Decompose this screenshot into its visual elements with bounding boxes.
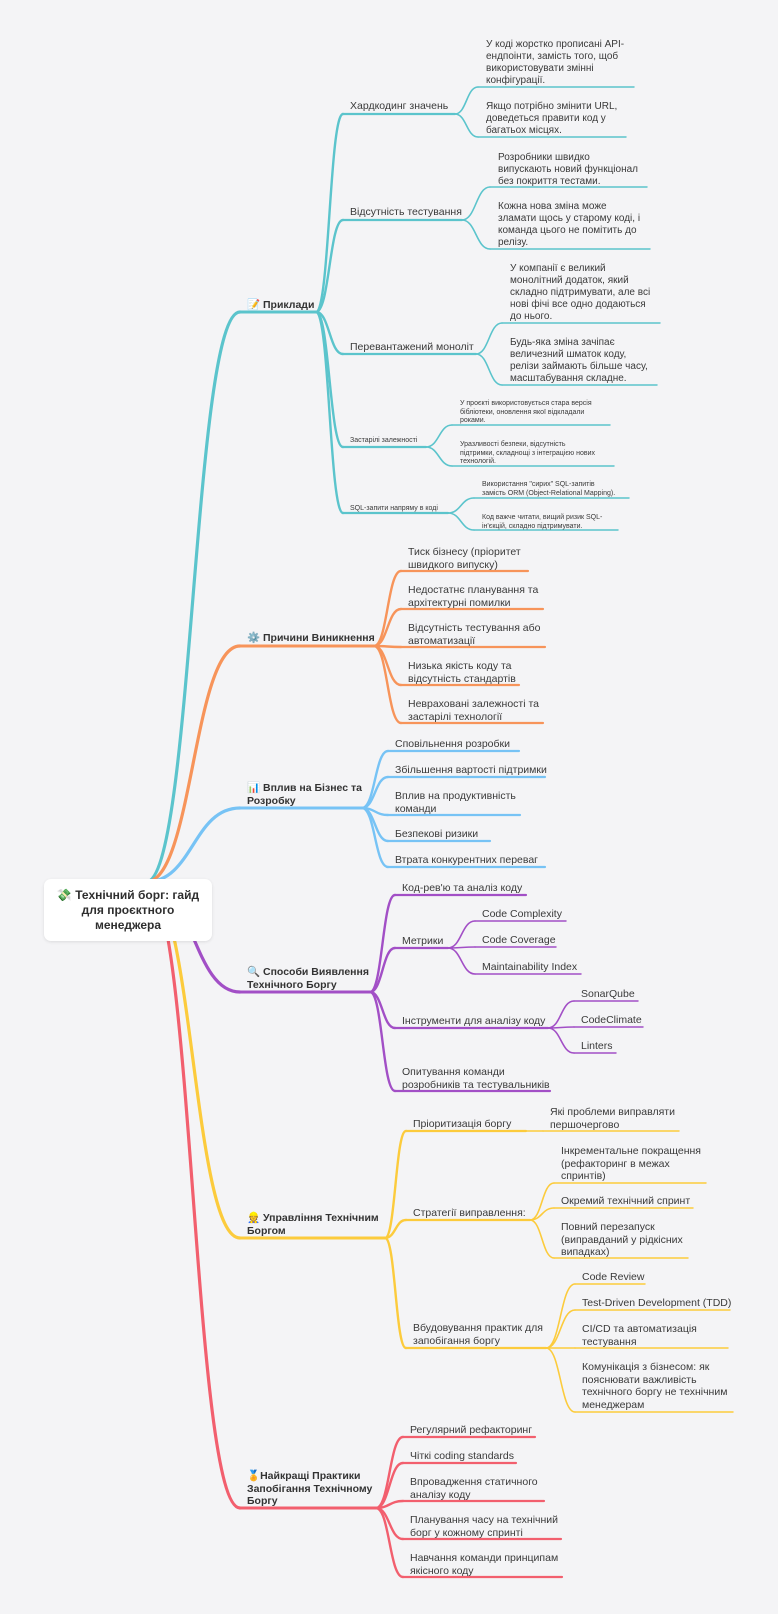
causes-0-link-4 [372,644,403,725]
detection-0-1-link-2 [447,947,476,975]
leaf-raw-sql-1[interactable]: Використання "сирих" SQL-запитів замість… [482,481,616,497]
examples-0-2-link-0 [475,322,503,355]
cause-5[interactable]: Невраховані залежності та застарілі техн… [408,698,540,723]
node-hardcoding[interactable]: Хардкодинг значень [350,100,449,112]
leaf-raw-sql-2[interactable]: Код важче читати, вищий ризик SQL- ін'єк… [482,514,603,530]
branch-practices[interactable]: 🏅Найкращі Практики Запобігання Технічном… [247,1470,373,1507]
examples-0-1-link-0 [461,186,491,221]
tool-sonarqube[interactable]: SonarQube [581,988,635,1000]
mgmt-strategies[interactable]: Стратегії виправлення: [413,1207,526,1219]
strategy-rewrite[interactable]: Повний перезапуск (виправданий у рідкісн… [561,1221,683,1258]
branch-management[interactable]: 👷 Управління Технічним Боргом [247,1212,379,1237]
examples-0-link-0 [314,112,345,314]
practice-code-review[interactable]: Code Review [582,1271,645,1283]
detection-0-2-link-2 [547,1027,575,1054]
tool-linters[interactable]: Linters [581,1040,613,1052]
detection-0-link-1 [368,946,397,994]
examples-0-link-4 [314,310,345,515]
examples-0-0-link-0 [454,86,479,115]
management-0-link-0 [383,1129,408,1240]
cause-4[interactable]: Низька якість коду та відсутність станда… [408,660,516,685]
management-0-2-link-0 [545,1283,576,1349]
detect-tools[interactable]: Інструменти для аналізу коду [402,1015,546,1027]
management-0-2-link-1 [545,1309,576,1349]
practices-0-link-3 [374,1506,405,1541]
mgmt-prioritization-1[interactable]: Які проблеми виправляти першочергово [550,1106,675,1131]
mgmt-embedding[interactable]: Вбудовування практик для запобігання бор… [413,1322,543,1347]
impact-link-0 [144,806,242,884]
impact-1[interactable]: Сповільнення розробки [395,738,510,750]
strategy-tech-sprint[interactable]: Окремий технічний спринт [561,1195,691,1207]
examples-0-4-link-1 [447,512,475,531]
management-0-2-link-3 [545,1347,576,1413]
leaf-hardcoding-2[interactable]: Якщо потрібно змінити URL, доведеться пр… [486,101,618,136]
mgmt-prioritization[interactable]: Пріоритизація боргу [413,1118,512,1130]
examples-0-link-1 [314,218,345,314]
node-no-testing[interactable]: Відсутність тестування [350,206,462,218]
metric-complexity[interactable]: Code Complexity [482,908,562,920]
impact-0-link-4 [360,806,390,869]
best-practice-1[interactable]: Регулярний рефакторинг [410,1424,533,1436]
root-node[interactable]: 💸 Технічний борг: гайд для проєктного ме… [44,879,212,941]
node-raw-sql[interactable]: SQL-запити напряму в коді [350,505,438,512]
branch-causes[interactable]: ⚙️ Причини Виникнення [247,632,375,644]
cause-1[interactable]: Тиск бізнесу (пріоритет швидкого випуску… [408,546,521,571]
causes-link-0 [144,644,242,884]
leaf-no-testing-2[interactable]: Кожна нова зміна може зламати щось у ста… [498,201,641,248]
metric-coverage[interactable]: Code Coverage [482,934,556,946]
detect-survey[interactable]: Опитування команди розробників та тестув… [402,1066,550,1091]
impact-5[interactable]: Втрата конкурентних переваг [395,854,539,866]
management-0-1-link-1 [529,1207,555,1221]
examples-0-2-link-1 [475,353,503,386]
strategy-incremental[interactable]: Інкрементальне покращення (рефакторинг в… [561,1145,701,1182]
practices-0-link-4 [374,1506,405,1579]
impact-3[interactable]: Вплив на продуктивність команди [395,790,516,815]
examples-link-0 [144,310,242,884]
leaf-no-testing-1[interactable]: Розробники швидко випускають новий функц… [498,152,638,187]
node-outdated-deps[interactable]: Застарілі залежності [350,437,418,444]
examples-0-1-link-1 [461,219,491,250]
branch-detection[interactable]: 🔍 Способи Виявлення Технічного Боргу [247,966,369,991]
management-0-1-link-2 [529,1219,555,1259]
cause-2[interactable]: Недостатнє планування та архітектурні по… [408,584,539,609]
best-practice-2[interactable]: Чіткі coding standards [410,1450,514,1462]
examples-0-3-link-0 [425,424,453,448]
branch-impact[interactable]: 📊 Вплив на Бізнес та Розробку [247,782,362,807]
node-monolith[interactable]: Перевантажений моноліт [350,341,474,353]
cause-3[interactable]: Відсутність тестування або автоматизації [408,622,541,647]
leaf-monolith-1[interactable]: У компанії є великий монолітний додаток,… [510,263,651,322]
practices-0-link-0 [374,1435,405,1510]
practices-link-0 [144,880,242,1510]
tool-codeclimate[interactable]: CodeClimate [581,1014,642,1026]
leaf-outdated-deps-1[interactable]: У проєкті використовується стара версія … [460,400,592,424]
detection-0-1-link-0 [447,920,476,949]
detection-0-2-link-0 [547,1000,575,1029]
examples-0-3-link-1 [425,446,453,467]
practice-tdd[interactable]: Test-Driven Development (TDD) [582,1297,732,1309]
impact-2[interactable]: Збільшення вартості підтримки [395,764,547,776]
detect-metrics[interactable]: Метрики [402,935,444,947]
management-0-link-1 [383,1218,408,1240]
metric-maintainability[interactable]: Maintainability Index [482,961,578,973]
causes-0-link-0 [372,569,403,648]
leaf-monolith-2[interactable]: Будь-яка зміна зачіпає величезний шматок… [510,337,648,384]
branch-examples[interactable]: 📝 Приклади [247,299,315,311]
practice-communication[interactable]: Комунікація з бізнесом: як пояснювати ва… [582,1361,728,1411]
root-label: 💸 Технічний борг: гайд для проєктного ме… [56,887,200,932]
detection-0-link-0 [368,893,397,994]
detect-code-review[interactable]: Код-рев'ю та аналіз коду [402,882,523,894]
leaf-outdated-deps-2[interactable]: Уразливості безпеки, відсутність підтрим… [460,441,595,465]
examples-0-4-link-0 [447,497,475,514]
best-practice-4[interactable]: Планування часу на технічний борг у кожн… [410,1514,559,1539]
practice-cicd[interactable]: CI/CD та автоматизація тестування [582,1323,697,1348]
detection-0-link-3 [368,990,397,1093]
leaf-hardcoding-1[interactable]: У коді жорстко прописані API- ендпоінти,… [486,39,625,86]
management-0-link-2 [383,1236,408,1350]
examples-0-0-link-1 [454,113,479,138]
best-practice-5[interactable]: Навчання команди принципам якісного коду [410,1552,559,1577]
best-practice-3[interactable]: Впровадження статичного аналізу коду [410,1476,538,1501]
impact-4[interactable]: Безпекові ризики [395,828,479,840]
